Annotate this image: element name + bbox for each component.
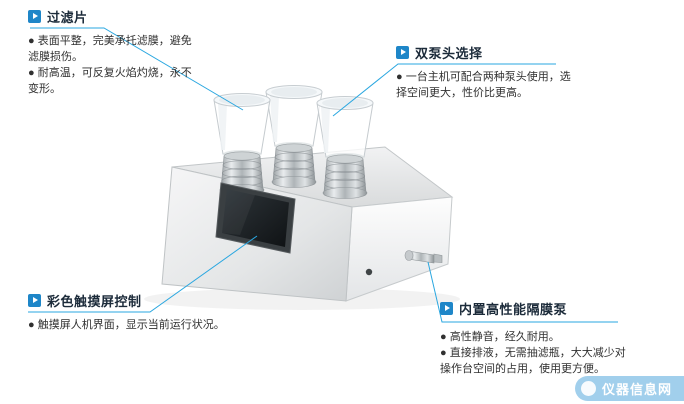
watermark-logo-icon bbox=[580, 381, 596, 396]
device-right-face bbox=[345, 196, 453, 302]
feature-bullet-icon bbox=[396, 45, 409, 59]
filter-funnel-right bbox=[316, 96, 374, 199]
callout-filter-disc: 过滤片 ● 表面平整，完美承托滤膜，避免滤膜损伤。 ● 耐高温，可反复火焰灼烧，… bbox=[28, 8, 200, 97]
callout-title-row: 双泵头选择 bbox=[396, 44, 571, 61]
watermark-badge: 仪器信息网 bbox=[574, 376, 684, 401]
feature-bullet-icon bbox=[28, 293, 41, 307]
callout-point: ● 直接排液，无需抽滤瓶，大大减少对操作台空间的占用，使用更方便。 bbox=[440, 347, 626, 375]
callout-line-filter-disc bbox=[30, 27, 244, 111]
callout-title: 内置高性能隔膜泵 bbox=[459, 301, 568, 317]
callout-points: ● 一台主机可配合两种泵头使用，选择空间更大，性价比更高。 bbox=[396, 69, 571, 101]
feature-bullet-icon bbox=[440, 301, 453, 315]
callout-point: ● 表面平整，完美承托滤膜，避免滤膜损伤。 bbox=[28, 35, 192, 63]
callout-point: ● 一台主机可配合两种泵头使用，选择空间更大，性价比更高。 bbox=[396, 71, 571, 99]
callout-title: 彩色触摸屏控制 bbox=[47, 293, 142, 309]
device-shadow bbox=[144, 288, 460, 310]
callout-title: 双泵头选择 bbox=[415, 45, 483, 61]
touchscreen-display bbox=[222, 189, 289, 247]
callout-title-row: 彩色触摸屏控制 bbox=[28, 292, 258, 309]
callout-diaphragm-pump: 内置高性能隔膜泵 ● 高性静音，经久耐用。 ● 直接排液，无需抽滤瓶，大大减少对… bbox=[440, 300, 636, 377]
callout-points: ● 表面平整，完美承托滤膜，避免滤膜损伤。 ● 耐高温，可反复火焰灼烧，永不变形… bbox=[28, 33, 200, 97]
watermark-text: 仪器信息网 bbox=[601, 382, 672, 397]
outlet-port-base bbox=[404, 250, 414, 261]
filter-funnel-left bbox=[213, 93, 271, 196]
callout-dual-pump-head: 双泵头选择 ● 一台主机可配合两种泵头使用，选择空间更大，性价比更高。 bbox=[396, 44, 571, 101]
callout-touch-screen: 彩色触摸屏控制 ● 触摸屏人机界面，显示当前运行状况。 bbox=[28, 292, 258, 333]
callout-line-touch-screen bbox=[28, 235, 258, 313]
callout-points: ● 触摸屏人机界面，显示当前运行状况。 bbox=[28, 317, 258, 333]
callout-title-row: 过滤片 bbox=[28, 8, 200, 25]
screen-glare bbox=[222, 189, 255, 235]
callout-line-diaphragm-pump bbox=[427, 261, 618, 323]
callout-point: ● 耐高温，可反复火焰灼烧，永不变形。 bbox=[28, 67, 192, 95]
callout-line-dual-pump-head bbox=[332, 63, 556, 117]
filter-funnel-middle bbox=[265, 85, 323, 188]
outlet-port-tip bbox=[433, 253, 443, 263]
callout-title-row: 内置高性能隔膜泵 bbox=[440, 300, 636, 317]
callout-points: ● 高性静音，经久耐用。 ● 直接排液，无需抽滤瓶，大大减少对操作台空间的占用，… bbox=[440, 329, 636, 377]
power-indicator bbox=[365, 268, 373, 276]
feature-bullet-icon bbox=[28, 9, 41, 23]
callout-point: ● 触摸屏人机界面，显示当前运行状况。 bbox=[28, 319, 225, 331]
callout-point: ● 高性静音，经久耐用。 bbox=[440, 331, 560, 343]
callout-title: 过滤片 bbox=[47, 9, 88, 25]
